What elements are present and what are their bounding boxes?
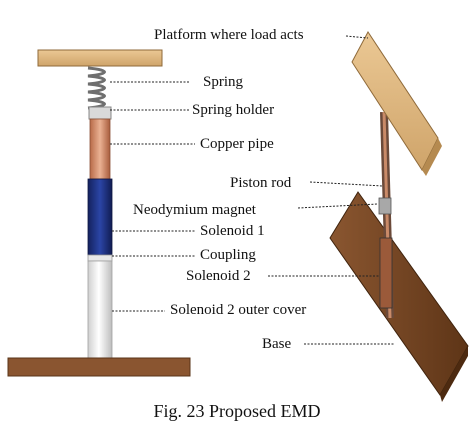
label-spring: Spring (203, 74, 244, 90)
label-piston-rod: Piston rod (230, 175, 292, 191)
left-spring (87, 66, 106, 110)
label-neodymium-magnet: Neodymium magnet (133, 202, 256, 218)
left-copper-pipe (89, 118, 111, 180)
right-assembly (329, 31, 469, 402)
leader-lines (110, 35, 395, 345)
label-copper-pipe: Copper pipe (200, 136, 274, 152)
label-solenoid-2-cover: Solenoid 2 outer cover (170, 302, 307, 318)
right-base-side (440, 346, 468, 402)
label-coupling: Coupling (200, 247, 256, 263)
label-solenoid-2: Solenoid 2 (186, 268, 251, 284)
left-solenoid-1 (87, 178, 113, 256)
left-spring-holder (88, 106, 112, 120)
right-magnet (378, 197, 392, 215)
leader-neodymium-magnet (297, 203, 379, 209)
left-base (7, 357, 191, 377)
left-platform (37, 49, 163, 67)
left-solenoid-2-cover (87, 260, 113, 360)
label-spring-holder: Spring holder (192, 102, 275, 118)
right-base (329, 191, 469, 396)
label-base: Base (262, 336, 292, 352)
label-platform: Platform where load acts (154, 27, 304, 43)
left-assembly (7, 49, 191, 377)
left-coupling (87, 254, 113, 262)
right-solenoid (379, 237, 393, 309)
label-solenoid-1: Solenoid 1 (200, 223, 265, 239)
leader-piston-rod (309, 181, 384, 187)
figure-caption: Fig. 23 Proposed EMD (153, 401, 321, 421)
leader-platform (345, 35, 369, 39)
right-platform (351, 31, 439, 172)
